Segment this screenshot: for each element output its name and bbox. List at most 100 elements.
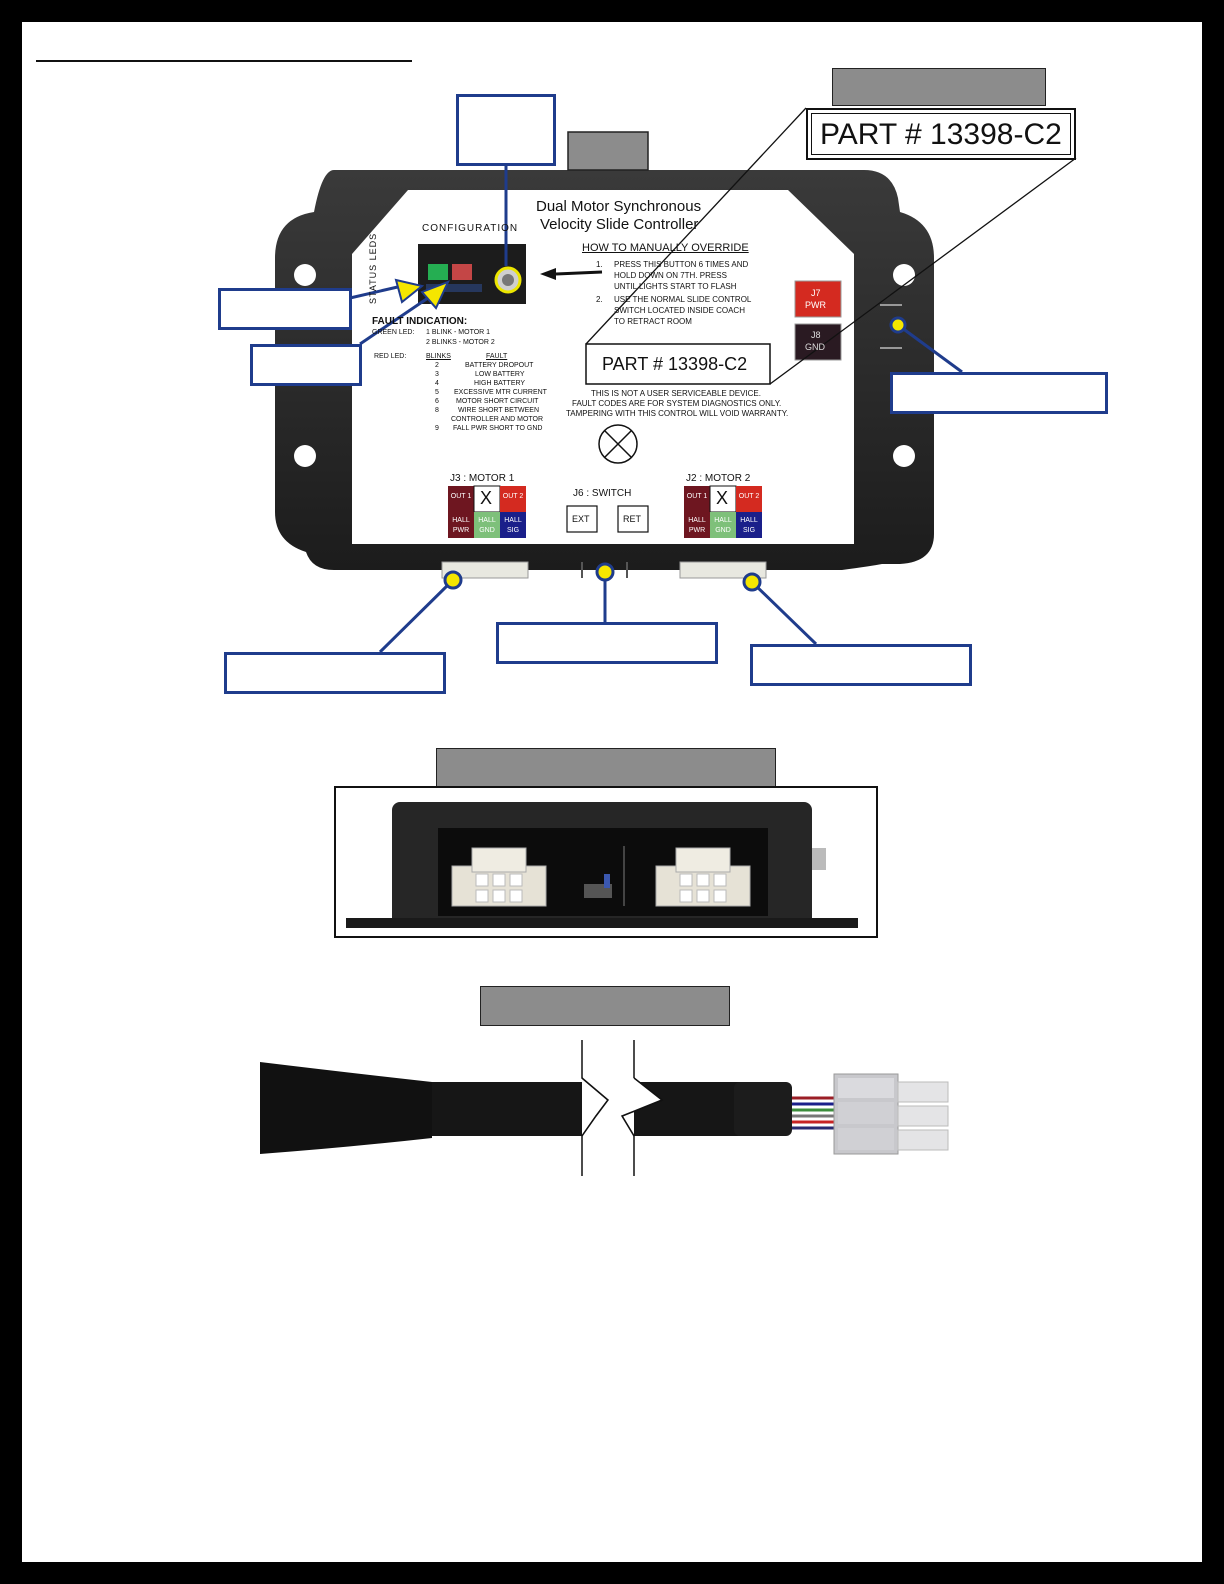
fault-row-0-n: 2 <box>435 362 439 369</box>
j2-pin-hall-gnd <box>710 512 736 538</box>
override-step2-l2: SWITCH LOCATED INSIDE COACH <box>614 306 745 315</box>
fault-green-label: GREEN LED: <box>372 329 415 336</box>
side-connector-right <box>655 847 751 907</box>
fault-col-blinks: BLINKS <box>426 353 451 360</box>
top-tab <box>567 131 649 171</box>
title-underline <box>36 60 412 62</box>
harness-label-bar <box>480 986 730 1026</box>
j2-pin-hall-sig <box>736 512 762 538</box>
j2-hall-gnd-label: HALL GND <box>714 517 732 534</box>
cable-left <box>432 1082 582 1136</box>
controller-figure <box>275 107 1077 654</box>
cable-boot <box>260 1062 432 1154</box>
fault-green-l1: 1 BLINK - MOTOR 1 <box>426 329 491 336</box>
side-view-label-bar <box>436 748 776 788</box>
j3-x-label: X <box>480 488 493 508</box>
j3-hall-pwr-label: HALL PWR <box>452 517 470 534</box>
part-number-small: PART # 13398-C2 <box>602 354 748 374</box>
callout-dot-j8 <box>889 316 907 334</box>
fault-row-4-n: 6 <box>435 398 439 405</box>
mount-hole <box>294 445 316 467</box>
override-step1-l3: UNTIL LIGHTS START TO FLASH <box>614 282 737 291</box>
override-step1-num: 1. <box>596 260 603 269</box>
fault-green-l2: 2 BLINKS - MOTOR 2 <box>426 339 495 346</box>
j8-gnd-box <box>794 323 842 361</box>
fault-row-5-t: WIRE SHORT BETWEEN <box>458 407 540 414</box>
fault-red-label: RED LED: <box>374 353 407 360</box>
override-heading: HOW TO MANUALLY OVERRIDE <box>582 242 749 254</box>
side-base-flange <box>346 918 858 928</box>
j2-pin-out1 <box>684 486 710 512</box>
callout-dot-j6 <box>595 562 615 582</box>
part-number-label-bar <box>832 68 1046 106</box>
fault-row-3-t: EXCESSIVE MTR CURRENT <box>454 389 547 396</box>
ret-box <box>617 505 649 533</box>
j3-hall-sig-label: HALL SIG <box>504 517 522 534</box>
j2-out1-label: OUT 1 <box>686 493 708 500</box>
part-number-box-small <box>585 343 771 385</box>
j2-x-label: X <box>716 488 729 508</box>
j8-line2: GND <box>805 342 825 352</box>
j2-title: J2 : MOTOR 2 <box>686 473 751 484</box>
callout-j8-ground <box>890 372 1108 414</box>
warning-l2: FAULT CODES ARE FOR SYSTEM DIAGNOSTICS O… <box>572 399 782 408</box>
side-view-frame <box>334 786 878 938</box>
j3-pin-out2 <box>500 486 526 512</box>
callout-button <box>456 94 556 166</box>
x-circle-icon <box>598 424 638 464</box>
mount-hole <box>294 264 316 286</box>
controller-title-line1: Dual Motor Synchronous <box>536 198 702 215</box>
status-led-green <box>428 264 448 280</box>
callout-dot-j3 <box>443 570 463 590</box>
override-step2-num: 2. <box>596 295 603 304</box>
override-step1-l1: PRESS THIS BUTTON 6 TIMES AND <box>614 260 749 269</box>
override-step2-l3: TO RETRACT ROOM <box>614 317 692 326</box>
callout-led-1 <box>218 288 352 330</box>
j6-title: J6 : SWITCH <box>573 488 632 499</box>
document-page: Dual Motor Synchronous Velocity Slide Co… <box>22 22 1202 1562</box>
j2-out2-label: OUT 2 <box>738 493 760 500</box>
fault-row-4-t: MOTOR SHORT CIRCUIT <box>456 398 539 405</box>
mount-hole <box>893 264 915 286</box>
part-number-zoom-text: PART # 13398-C2 <box>820 118 1062 151</box>
callout-j3-motor1 <box>224 652 446 694</box>
j2-connector <box>679 561 767 579</box>
fault-row-7-n: 9 <box>435 425 439 432</box>
status-led-red <box>452 264 472 280</box>
ext-box <box>566 505 598 533</box>
j3-out2-label: OUT 2 <box>502 493 524 500</box>
status-leds-label: STATUS LEDS <box>368 232 378 304</box>
j7-line2: PWR <box>805 300 826 310</box>
j2-pin-out2 <box>736 486 762 512</box>
side-view-figure <box>346 802 858 928</box>
fault-row-5-n: 8 <box>435 407 439 414</box>
harness-figure <box>260 1040 949 1176</box>
fault-row-0-t: BATTERY DROPOUT <box>465 362 534 369</box>
part-number-zoom-box: PART # 13398-C2 <box>806 108 1076 160</box>
j3-out1-label: OUT 1 <box>450 493 472 500</box>
ret-label: RET <box>623 514 641 524</box>
j3-pin-out1 <box>448 486 474 512</box>
warning-l3: TAMPERING WITH THIS CONTROL WILL VOID WA… <box>566 409 789 418</box>
j7-pwr-box <box>794 280 842 318</box>
override-step2-l1: USE THE NORMAL SLIDE CONTROL <box>614 295 752 304</box>
fault-row-2-n: 4 <box>435 380 439 387</box>
controller-title-line2: Velocity Slide Controller <box>540 216 699 233</box>
j3-pin-hall-gnd <box>474 512 500 538</box>
j3-pin-x <box>473 485 501 513</box>
mount-hole <box>893 445 915 467</box>
j3-title: J3 : MOTOR 1 <box>450 473 515 484</box>
fault-heading: FAULT INDICATION: <box>372 316 468 327</box>
j2-hall-pwr-label: HALL PWR <box>688 517 706 534</box>
fault-row-2-t: HIGH BATTERY <box>474 380 526 387</box>
callout-led-2 <box>250 344 362 386</box>
warning-l1: THIS IS NOT A USER SERVICEABLE DEVICE. <box>591 389 761 398</box>
override-step1-l2: HOLD DOWN ON 7TH. PRESS <box>614 271 727 280</box>
configuration-label: CONFIGURATION <box>422 223 519 234</box>
fault-row-6-t: CONTROLLER AND MOTOR <box>451 416 544 423</box>
j8-line1: J8 <box>811 330 821 340</box>
callout-j2-motor2 <box>750 644 972 686</box>
fault-row-1-n: 3 <box>435 371 439 378</box>
j3-pin-hall-sig <box>500 512 526 538</box>
j2-pin-hall-pwr <box>684 512 710 538</box>
